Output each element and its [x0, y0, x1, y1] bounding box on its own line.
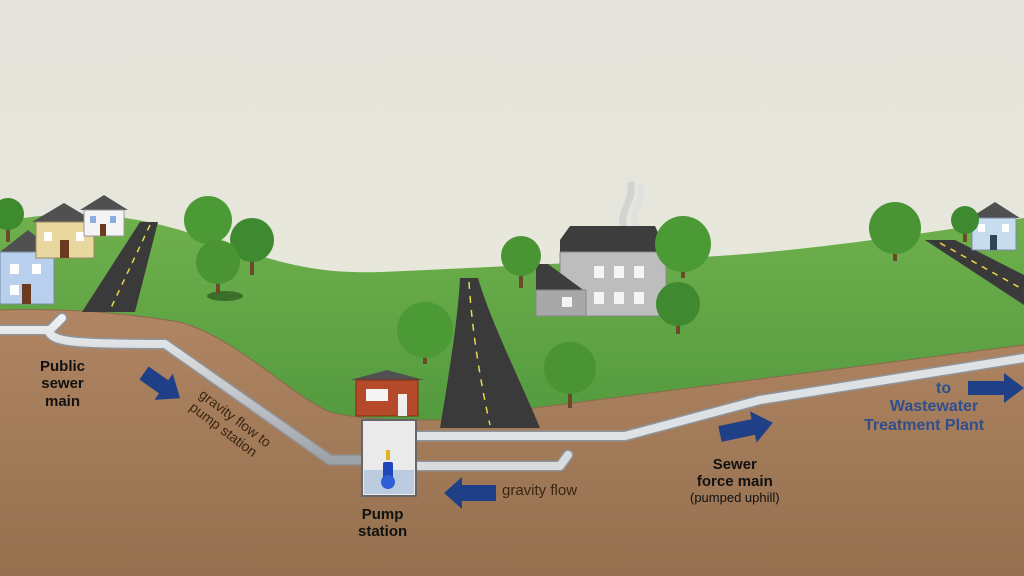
tree-icon [544, 342, 596, 408]
tree-icon [397, 302, 453, 364]
trees [0, 196, 979, 408]
gravity-flow-label: gravity flow [502, 482, 578, 499]
tree-icon [951, 206, 979, 242]
tree-icon [230, 218, 274, 275]
sewer-force-main-label: Sewer force main (pumped uphill) [690, 456, 780, 505]
factory-icon [535, 180, 668, 317]
tree-icon [656, 282, 700, 334]
force-main-note: (pumped uphill) [690, 489, 780, 505]
road-center [440, 278, 540, 428]
house-icon [80, 195, 128, 237]
tree-icon [501, 236, 541, 288]
arrow-icon [968, 373, 1024, 403]
tree-icon [196, 240, 240, 294]
to-wastewater-label: to Wastewater Treatment Plant [864, 380, 985, 434]
arrow-icon [444, 477, 496, 509]
tree-icon [869, 202, 921, 261]
house-icon [32, 203, 96, 259]
road-left [82, 222, 158, 312]
pump-station-well [361, 419, 417, 497]
pump-house [350, 370, 424, 417]
tree-icon [655, 216, 711, 278]
public-sewer-main-label: Public sewer main [40, 358, 86, 410]
arrow-icon [139, 366, 181, 400]
soil-cross-section [0, 309, 1024, 576]
road-right [925, 240, 1024, 305]
house-icon [970, 202, 1020, 251]
arrow-icon [718, 411, 773, 443]
pump-station-label: Pump station [358, 506, 408, 541]
tree-icon [0, 198, 24, 242]
pump-icon [381, 450, 395, 489]
